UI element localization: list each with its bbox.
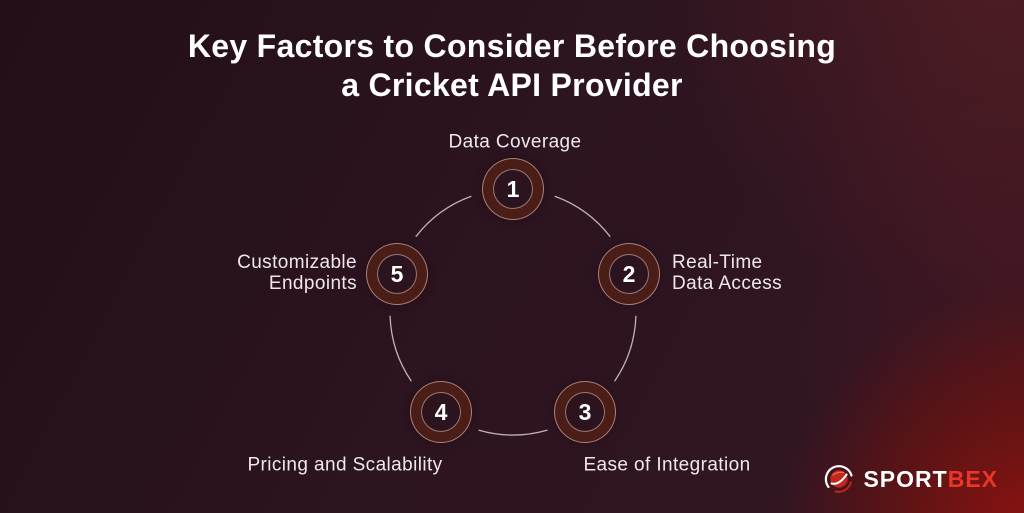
factor-node-4: 4 [410, 381, 472, 443]
factor-node-1: 1 [482, 158, 544, 220]
sportbex-ball-icon [825, 465, 854, 493]
connector-arc-4-5 [389, 315, 412, 382]
factor-node-2: 2 [598, 243, 660, 305]
connector-arc-2-3 [614, 315, 637, 382]
logo-bex-text: BEX [947, 465, 998, 492]
connector-arc-3-4 [478, 429, 548, 436]
connector-arc-1-2 [554, 195, 611, 237]
factor-node-4-core: 4 [421, 392, 461, 432]
factor-number-3: 3 [578, 398, 592, 425]
factor-number-5: 5 [390, 260, 404, 287]
logo-sport-text: SPORT [863, 465, 948, 492]
factor-number-2: 2 [622, 260, 636, 287]
factor-node-5: 5 [366, 243, 428, 305]
factor-number-1: 1 [506, 175, 520, 202]
sportbex-logo: SPORTBEX [822, 462, 998, 496]
connector-arc-5-1 [415, 195, 472, 237]
factor-node-3-core: 3 [565, 392, 605, 432]
factor-label-data-coverage: Data Coverage [448, 131, 582, 153]
sportbex-wordmark: SPORTBEX [863, 466, 998, 493]
factor-node-2-core: 2 [609, 254, 649, 294]
page-title-line1: Key Factors to Consider Before Choosing [187, 28, 837, 64]
page-title: Key Factors to Consider Before Choosing … [0, 27, 1024, 105]
factor-label-real-time-data-access: Real-Time Data Access [672, 252, 783, 294]
factor-node-5-core: 5 [377, 254, 417, 294]
page-title-line2: a Cricket API Provider [341, 67, 683, 103]
factor-label-pricing-and-scalability: Pricing and Scalability [247, 454, 443, 476]
factor-label-ease-of-integration: Ease of Integration [583, 454, 751, 476]
factor-node-1-core: 1 [493, 169, 533, 209]
factor-label-customizable-endpoints: Customizable Endpoints [237, 252, 357, 294]
factor-node-3: 3 [554, 381, 616, 443]
factor-number-4: 4 [434, 398, 448, 425]
